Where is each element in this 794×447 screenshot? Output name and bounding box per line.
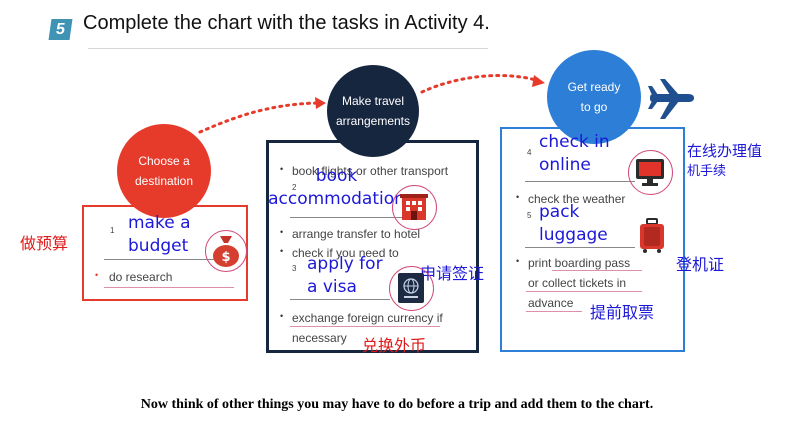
bullet: • xyxy=(280,246,284,256)
answer-line xyxy=(290,326,440,327)
answer-line-2: online xyxy=(539,155,591,175)
answer-line xyxy=(526,311,582,312)
bullet: • xyxy=(95,270,99,280)
bullet: • xyxy=(280,311,284,321)
note-visa-cn: 申请签证 xyxy=(420,264,485,283)
answer-line xyxy=(525,181,635,182)
task-check-weather: check the weather xyxy=(528,192,626,206)
answer-line-1: check in xyxy=(539,132,610,152)
stage-title: Choose a destination xyxy=(134,154,194,188)
passport-icon xyxy=(398,273,424,303)
blank-number: 2 xyxy=(292,183,297,192)
svg-text:$: $ xyxy=(221,250,230,265)
arrow-arrangements-to-ready xyxy=(420,74,538,94)
task-check-visa: check if you need to xyxy=(292,246,399,260)
answer-line xyxy=(525,247,635,248)
answer-line xyxy=(104,259,230,260)
airplane-icon xyxy=(648,79,694,119)
answer-line xyxy=(290,299,390,300)
note-checkin-cn-line2: 机手续 xyxy=(687,164,727,179)
icon-highlight-ring xyxy=(628,150,673,195)
answer-line-2: luggage xyxy=(539,225,608,245)
answer-line xyxy=(526,291,642,292)
task-arrange-transfer: arrange transfer to hotel xyxy=(292,227,421,241)
note-checkin-cn-line1: 在线办理值 xyxy=(687,142,763,160)
bullet: • xyxy=(516,256,520,266)
stage-ready: Get ready to go xyxy=(547,50,641,144)
stage-title: Make travel arrangements xyxy=(335,94,411,128)
blank-number: 1 xyxy=(110,226,115,235)
note-tickets-cn: 提前取票 xyxy=(590,303,655,322)
blank-number: 3 xyxy=(292,264,297,273)
task-do-research: do research xyxy=(109,270,173,284)
activity-instruction: Complete the chart with the tasks in Act… xyxy=(83,12,490,34)
bullet: • xyxy=(516,192,520,202)
stage-title: Get ready to go xyxy=(567,80,621,114)
task-exchange-currency-line2: necessary xyxy=(292,331,347,345)
arrow-head-2 xyxy=(532,75,545,87)
note-exchange-cn: 兑换外币 xyxy=(362,336,427,355)
arrow-destination-to-arrangements xyxy=(198,101,320,134)
task-advance: advance xyxy=(528,296,574,310)
bullet: • xyxy=(280,227,284,237)
answer-line-1: make a xyxy=(128,213,191,233)
arrow-head-1 xyxy=(315,97,326,109)
answer-pack-luggage: pack luggage xyxy=(539,201,608,247)
note-boarding-cn: 登机证 xyxy=(676,255,725,274)
answer-line-2: a visa xyxy=(307,277,357,297)
hotel-icon xyxy=(400,194,428,220)
task-print-boarding-pass: print boarding pass xyxy=(528,256,631,270)
answer-line-1: apply for xyxy=(307,254,383,274)
arrangements-panel xyxy=(266,140,479,353)
blank-number: 4 xyxy=(527,148,532,157)
icon-highlight-ring xyxy=(205,230,247,272)
icon-highlight-ring xyxy=(392,185,437,230)
computer-icon xyxy=(636,159,664,186)
icon-highlight-ring xyxy=(389,266,434,311)
task-exchange-currency-line1: exchange foreign currency if xyxy=(292,311,443,325)
answer-line-1: pack xyxy=(539,202,580,222)
answer-line-2: budget xyxy=(128,236,189,256)
answer-line-2: accommodation xyxy=(268,189,405,209)
footer-instruction: Now think of other things you may have t… xyxy=(140,397,654,412)
bullet: • xyxy=(280,164,284,174)
stage-destination: Choose a destination xyxy=(117,124,211,218)
suitcase-icon xyxy=(640,218,664,253)
answer-apply-for-visa: apply for a visa xyxy=(307,253,383,299)
answer-line xyxy=(104,287,234,288)
answer-line xyxy=(290,217,420,218)
answer-line-1: book xyxy=(315,166,358,186)
answer-make-a-budget: make a budget xyxy=(128,212,191,258)
task-book-flights: book flights or other transport xyxy=(292,164,449,178)
task-collect-tickets: or collect tickets in xyxy=(528,276,627,290)
blank-number: 5 xyxy=(527,211,532,220)
header-divider xyxy=(88,48,488,49)
money-bag-icon: $ xyxy=(213,236,239,267)
note-budget-cn: 做预算 xyxy=(20,234,69,253)
answer-line xyxy=(552,270,642,271)
answer-check-in-online: check in online xyxy=(539,131,610,177)
answer-book-accommodation: book accommodation xyxy=(254,165,419,211)
stage-arrangements: Make travel arrangements xyxy=(327,65,419,157)
